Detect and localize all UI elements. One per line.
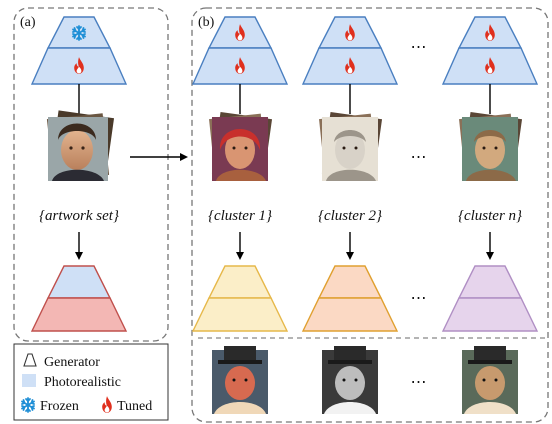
cluster-column-2: {cluster 2} (301, 16, 399, 414)
ellipsis-results: ⋯ (411, 374, 428, 391)
cluster-output-generator (191, 265, 289, 332)
legend-photorealistic: Photorealistic (44, 375, 121, 390)
cluster-caption: {cluster 2} (318, 208, 382, 224)
generator-legend-icon (23, 353, 37, 367)
artwork-set-thumbnail (46, 110, 115, 181)
cluster-thumbnail (459, 111, 523, 181)
legend: Generator Photorealistic Frozen Tuned (13, 343, 169, 421)
cluster-column-3: {cluster n} (441, 16, 539, 414)
artwork-set-caption: {artwork set} (39, 208, 119, 224)
cluster-result-image (462, 346, 518, 414)
cluster-caption: {cluster 1} (208, 208, 272, 224)
panel-b-box (191, 7, 549, 423)
legend-generator: Generator (44, 355, 100, 370)
cluster-thumbnail (319, 111, 383, 181)
cluster-generator (441, 16, 539, 85)
cluster-columns: {cluster 1} {cluster 2} {cluster n} (191, 16, 539, 414)
panel-a-label: (a) (20, 15, 36, 30)
panel-a-box (13, 7, 169, 342)
ellipsis-images: ⋯ (411, 149, 428, 166)
legend-tuned: Tuned (117, 399, 152, 414)
cluster-result-image (212, 346, 268, 414)
panel-b-label: (b) (198, 15, 215, 30)
cluster-generator (301, 16, 399, 85)
cluster-output-generator (441, 265, 539, 332)
panel-a-output-generator (30, 265, 128, 332)
ellipsis-outputs: ⋯ (411, 290, 428, 307)
panel-a-generator (30, 16, 128, 85)
ellipsis-top: ⋯ (411, 39, 428, 56)
cluster-output-generator (301, 265, 399, 332)
cluster-column-1: {cluster 1} (191, 16, 289, 414)
photorealistic-legend-swatch (22, 374, 36, 387)
cluster-thumbnail (209, 111, 273, 181)
cluster-result-image (322, 346, 378, 414)
legend-frozen: Frozen (40, 399, 79, 414)
cluster-caption: {cluster n} (458, 208, 522, 224)
cluster-generator (191, 16, 289, 85)
